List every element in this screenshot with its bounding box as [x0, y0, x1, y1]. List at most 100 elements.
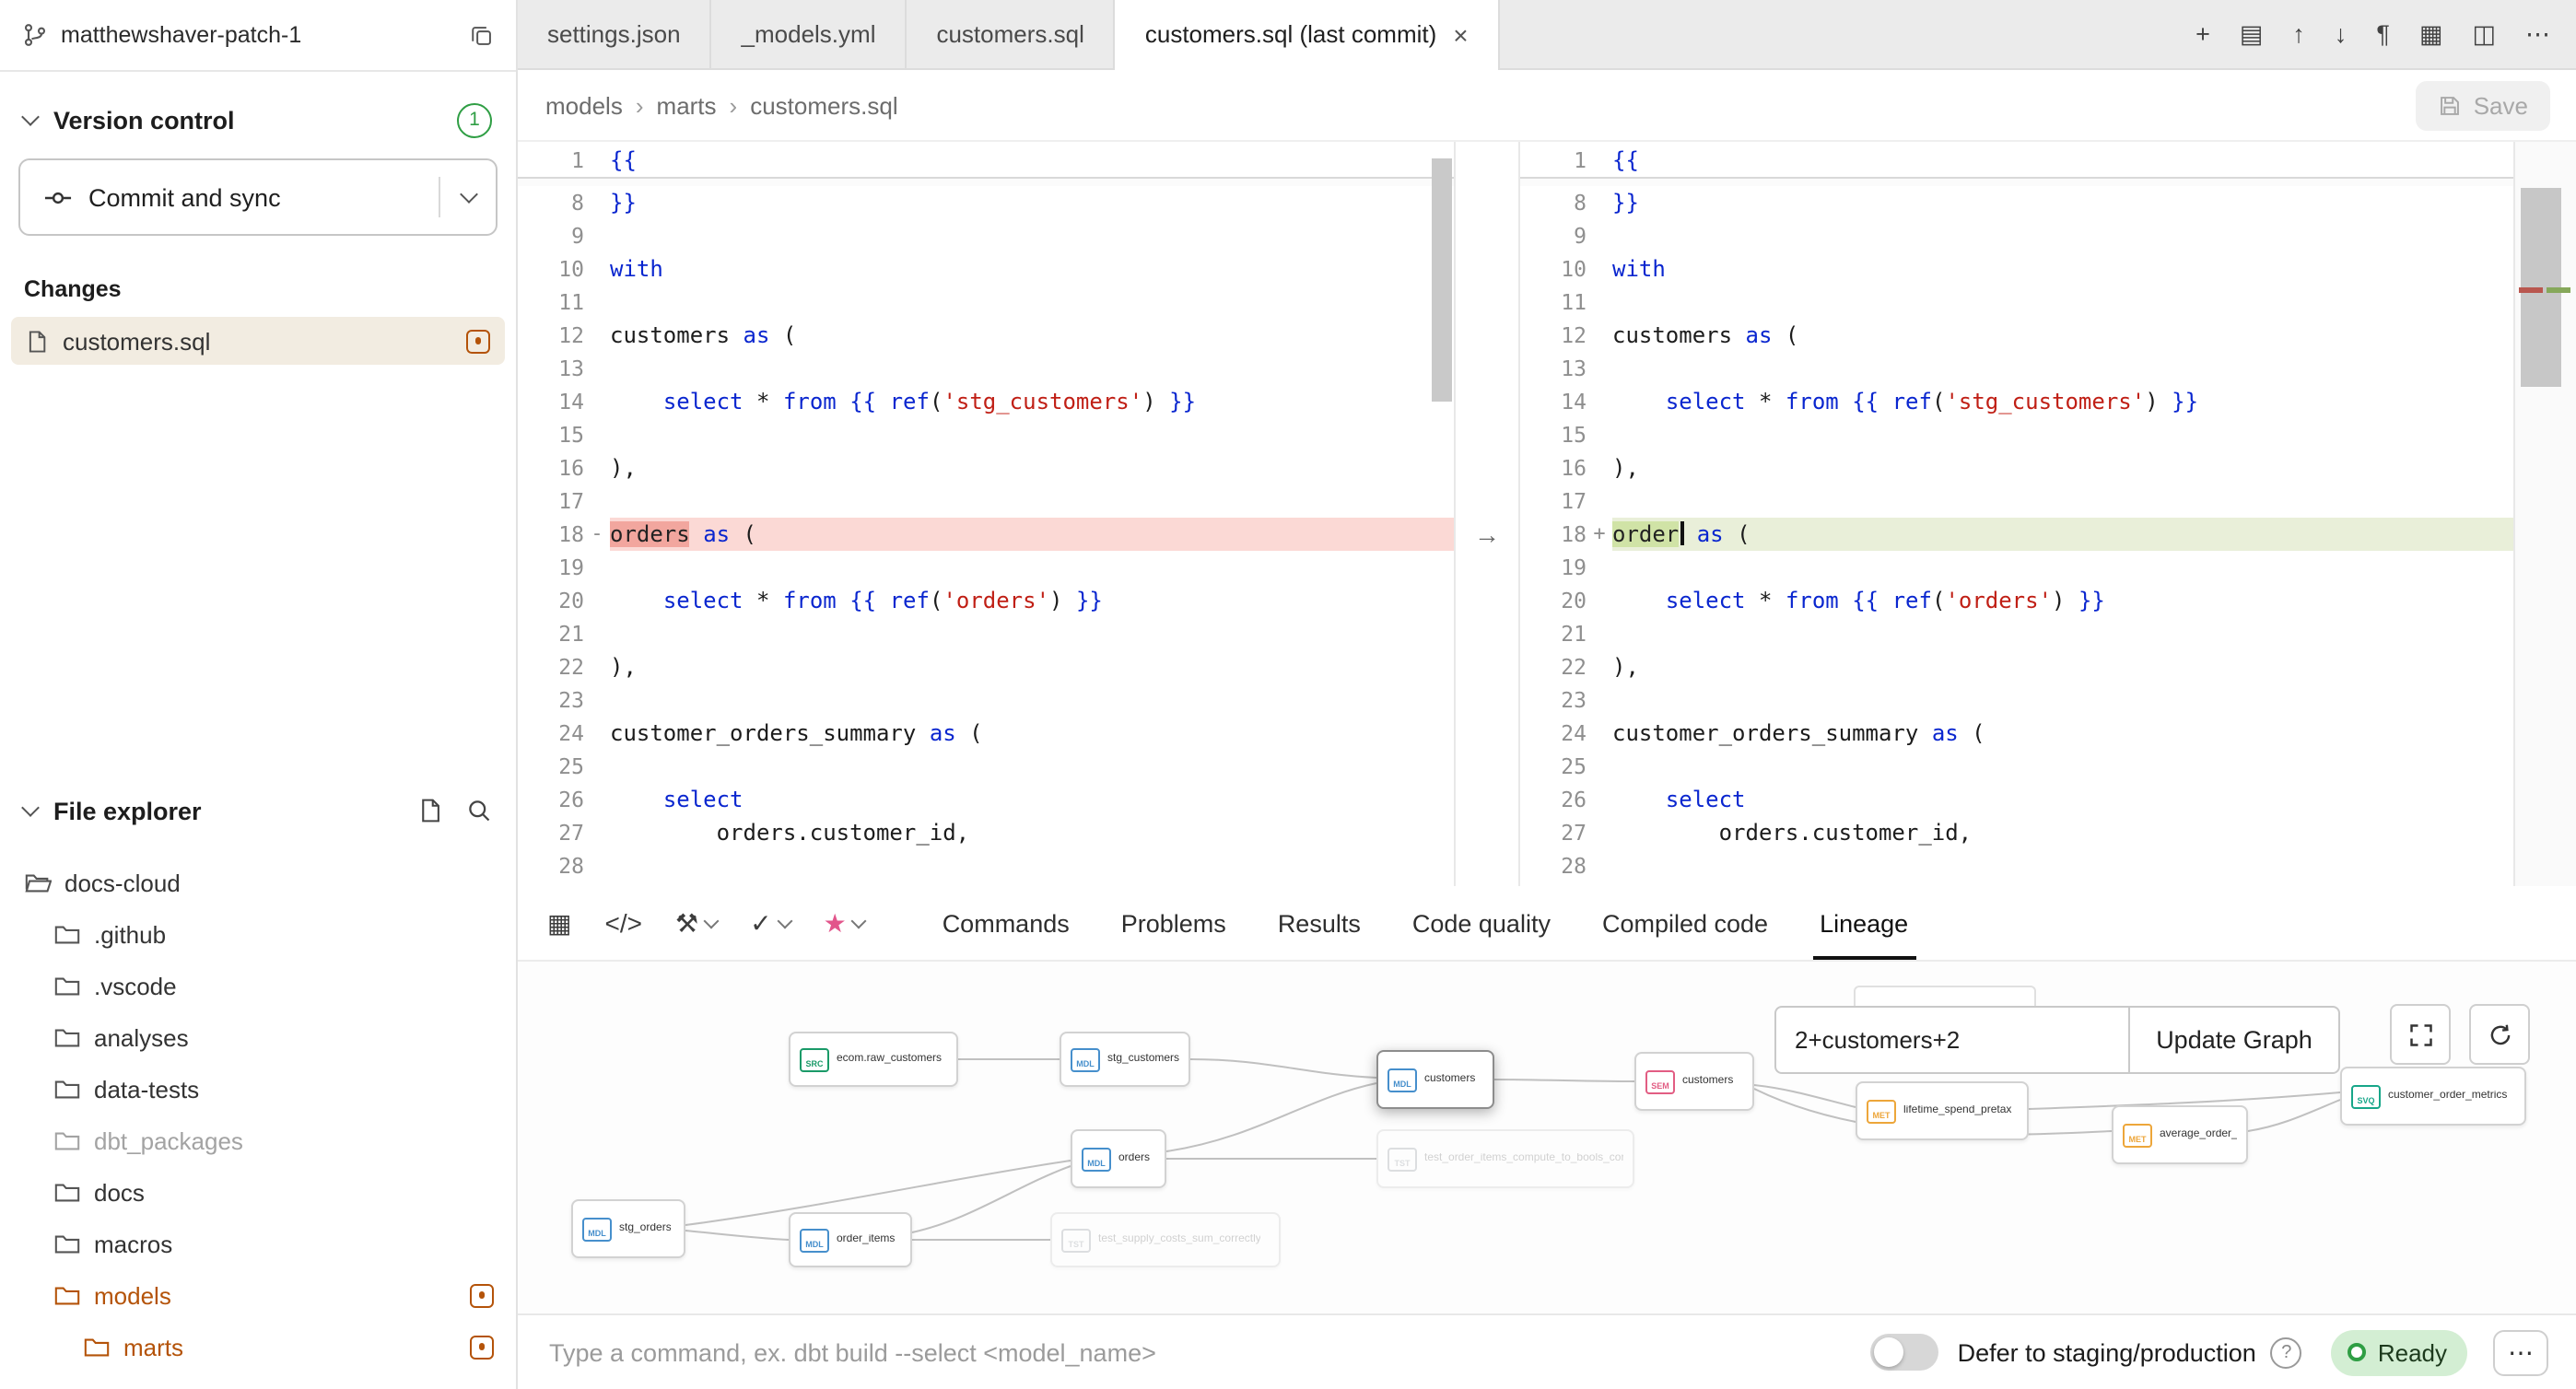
command-input[interactable]: [545, 1336, 1871, 1368]
ai-fix-icon[interactable]: ★: [824, 910, 865, 936]
defer-toggle[interactable]: [1871, 1334, 1939, 1371]
update-graph-button[interactable]: Update Graph: [2128, 1006, 2340, 1074]
code-line-right-28[interactable]: 28: [1520, 849, 2513, 882]
code-line-left-11[interactable]: 11: [518, 286, 1454, 319]
code-line-left-19[interactable]: 19: [518, 551, 1454, 584]
ready-status[interactable]: Ready: [2332, 1329, 2467, 1375]
code-line-right-20[interactable]: 20 select * from {{ ref('orders') }}: [1520, 584, 2513, 617]
save-button[interactable]: Save: [2417, 80, 2550, 130]
changed-file-item[interactable]: customers.sql: [11, 317, 505, 365]
code-line-left-13[interactable]: 13: [518, 352, 1454, 385]
scrollbar-thumb[interactable]: [1432, 158, 1452, 402]
compiled-code-icon[interactable]: </>: [604, 910, 642, 936]
code-line-right-18[interactable]: 18+order as (: [1520, 518, 2513, 551]
lineage-node-test-supply-costs-sum-correctly[interactable]: TSTtest_supply_costs_sum_correctly: [1050, 1212, 1281, 1267]
code-line-right-22[interactable]: 22),: [1520, 650, 2513, 683]
branch-row[interactable]: matthewshaver-patch-1: [0, 0, 516, 72]
code-line-right-17[interactable]: 17: [1520, 484, 2513, 518]
commit-and-sync-button[interactable]: Commit and sync: [18, 158, 498, 236]
sidebar-item-github[interactable]: .github: [0, 908, 516, 960]
code-line-right-9[interactable]: 9: [1520, 219, 2513, 252]
lineage-node-stg-orders[interactable]: MDLstg_orders: [571, 1199, 685, 1258]
sidebar-item-dbt-packages[interactable]: dbt_packages: [0, 1115, 516, 1166]
lineage-node-ecom-raw-customers[interactable]: SRCecom.raw_customers: [789, 1032, 958, 1087]
breadcrumb-item-marts[interactable]: marts: [657, 91, 717, 119]
search-icon[interactable]: [466, 798, 492, 823]
code-line-left-25[interactable]: 25: [518, 750, 1454, 783]
code-line-left-28[interactable]: 28: [518, 849, 1454, 882]
results-table-icon[interactable]: ▦: [547, 910, 571, 936]
code-line-left-8[interactable]: 8}}: [518, 186, 1454, 219]
lineage-node-order-items[interactable]: MDLorder_items: [789, 1212, 912, 1267]
breadcrumb-item-models[interactable]: models: [545, 91, 623, 119]
collapsed-region-separator[interactable]: [1520, 177, 2513, 186]
formatting-marks-icon[interactable]: ¶: [2376, 22, 2390, 47]
code-line-left-9[interactable]: 9: [518, 219, 1454, 252]
code-line-right-19[interactable]: 19: [1520, 551, 2513, 584]
overview-ruler[interactable]: [2513, 142, 2576, 886]
panel-tab-commands[interactable]: Commands: [917, 886, 1095, 960]
code-line-right-26[interactable]: 26 select: [1520, 783, 2513, 816]
fullscreen-button[interactable]: [2390, 1004, 2451, 1065]
lineage-node-customer-order-metrics[interactable]: SVQcustomer_order_metrics: [2340, 1067, 2526, 1126]
revert-change-arrow-icon[interactable]: →: [1456, 518, 1518, 551]
lineage-selector-input[interactable]: [1774, 1006, 2128, 1074]
sidebar-item-vscode[interactable]: .vscode: [0, 960, 516, 1011]
lineage-node-customers[interactable]: MDLcustomers: [1376, 1050, 1494, 1109]
code-line-right-23[interactable]: 23: [1520, 683, 2513, 717]
code-line-left-10[interactable]: 10with: [518, 252, 1454, 286]
code-line-left-27[interactable]: 27 orders.customer_id,: [518, 816, 1454, 849]
close-tab-icon[interactable]: ×: [1453, 19, 1468, 49]
scroll-down-icon[interactable]: ↓: [2335, 22, 2348, 47]
refresh-icon[interactable]: [2469, 1004, 2530, 1065]
code-line-right-27[interactable]: 27 orders.customer_id,: [1520, 816, 2513, 849]
docs-icon[interactable]: ▦: [2419, 22, 2443, 47]
lineage-node-test-order-items-compute-to-bools-correctly[interactable]: TSTtest_order_items_compute_to_bools_cor…: [1376, 1129, 1634, 1188]
open-editors-icon[interactable]: ▤: [2240, 22, 2264, 47]
code-line-left-1[interactable]: 1{{: [518, 144, 1454, 177]
collapsed-region-separator[interactable]: [518, 177, 1454, 186]
code-line-right-15[interactable]: 15: [1520, 418, 2513, 451]
code-line-left-20[interactable]: 20 select * from {{ ref('orders') }}: [518, 584, 1454, 617]
lineage-node-average-order-value[interactable]: METaverage_order_value: [2112, 1105, 2248, 1164]
scroll-up-icon[interactable]: ↑: [2292, 22, 2305, 47]
tab-customers-sql-last-commit[interactable]: customers.sql (last commit)×: [1116, 0, 1500, 68]
sidebar-item-macros[interactable]: macros: [0, 1218, 516, 1269]
tab-customers-sql[interactable]: customers.sql: [907, 0, 1115, 68]
tab-settings-json[interactable]: settings.json: [518, 0, 712, 68]
statusbar-more-button[interactable]: ⋯: [2493, 1329, 2548, 1375]
code-line-right-1[interactable]: 1{{: [1520, 144, 2513, 177]
panel-tab-problems[interactable]: Problems: [1095, 886, 1252, 960]
lineage-node-customers[interactable]: SEMcustomers: [1634, 1052, 1754, 1111]
new-tab-icon[interactable]: +: [2195, 22, 2210, 47]
panel-tab-code-quality[interactable]: Code quality: [1387, 886, 1576, 960]
code-line-right-24[interactable]: 24customer_orders_summary as (: [1520, 717, 2513, 750]
build-tools-icon[interactable]: ⚒: [675, 910, 717, 936]
code-line-right-10[interactable]: 10with: [1520, 252, 2513, 286]
lineage-node-orders[interactable]: MDLorders: [1071, 1129, 1166, 1188]
file-explorer-header[interactable]: File explorer: [0, 787, 516, 835]
panel-tab-lineage[interactable]: Lineage: [1794, 886, 1934, 960]
breadcrumb[interactable]: models›marts›customers.sql: [545, 91, 898, 119]
new-file-icon[interactable]: [418, 798, 444, 823]
code-line-left-12[interactable]: 12customers as (: [518, 319, 1454, 352]
code-line-right-16[interactable]: 16),: [1520, 451, 2513, 484]
tab-models-yml[interactable]: _models.yml: [712, 0, 907, 68]
help-icon[interactable]: ?: [2271, 1336, 2302, 1368]
code-line-left-22[interactable]: 22),: [518, 650, 1454, 683]
commit-options-dropdown[interactable]: [440, 160, 496, 234]
code-line-left-16[interactable]: 16),: [518, 451, 1454, 484]
split-editor-icon[interactable]: ◫: [2472, 22, 2496, 47]
code-line-left-21[interactable]: 21: [518, 617, 1454, 650]
format-icon[interactable]: ✓: [750, 910, 790, 936]
sidebar-item-data-tests[interactable]: data-tests: [0, 1063, 516, 1115]
code-line-right-8[interactable]: 8}}: [1520, 186, 2513, 219]
sidebar-item-marts[interactable]: marts: [0, 1321, 516, 1372]
code-line-left-17[interactable]: 17: [518, 484, 1454, 518]
code-line-right-14[interactable]: 14 select * from {{ ref('stg_customers')…: [1520, 385, 2513, 418]
copy-branch-icon[interactable]: [470, 23, 494, 47]
sidebar-item-analyses[interactable]: analyses: [0, 1011, 516, 1063]
code-line-right-21[interactable]: 21: [1520, 617, 2513, 650]
code-line-left-15[interactable]: 15: [518, 418, 1454, 451]
code-line-left-14[interactable]: 14 select * from {{ ref('stg_customers')…: [518, 385, 1454, 418]
